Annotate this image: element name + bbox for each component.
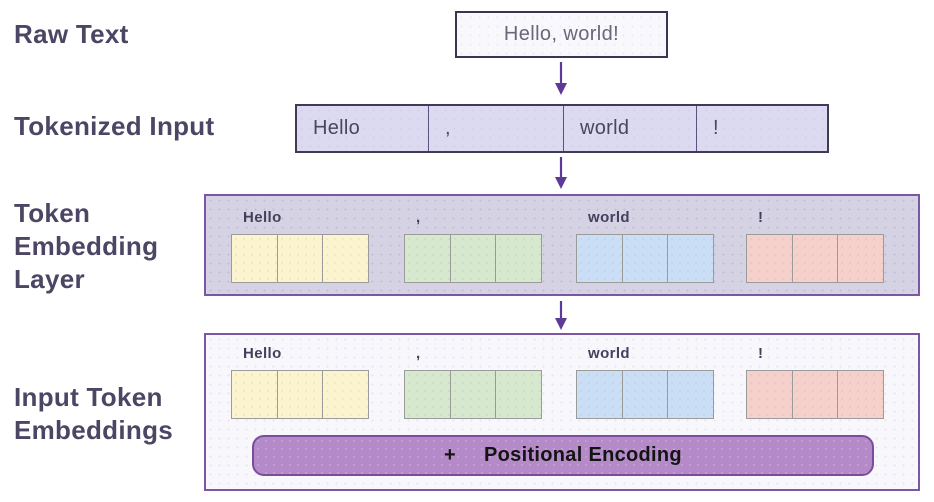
embedding-cell xyxy=(576,370,623,419)
embedding-group-hello: Hello xyxy=(231,209,369,283)
embedding-cell xyxy=(322,370,369,419)
raw-text-box: Hello, world! xyxy=(455,11,668,58)
embedding-cell xyxy=(495,370,542,419)
token-embedding-layer-label-line3: Layer xyxy=(14,264,85,294)
embedding-group-label: ! xyxy=(758,209,764,226)
embedding-cell xyxy=(837,370,884,419)
token-embedding-layer-label: Token Embedding Layer xyxy=(14,197,158,296)
raw-text-value: Hello, world! xyxy=(503,23,620,45)
embedding-cell xyxy=(231,234,278,283)
embedding-cell xyxy=(576,234,623,283)
embedding-cell xyxy=(276,370,324,419)
embedding-cell xyxy=(791,370,839,419)
embedding-cell xyxy=(791,234,839,283)
embedding-cell xyxy=(621,370,669,419)
embedding-group-comma: , xyxy=(404,345,542,419)
embedding-group-label: Hello xyxy=(243,209,282,226)
embedding-group-exclaim: ! xyxy=(746,209,884,283)
positional-encoding-bar: + Positional Encoding xyxy=(252,435,874,476)
plus-icon: + xyxy=(444,444,457,466)
embedding-vector xyxy=(404,234,542,283)
embedding-cell xyxy=(231,370,278,419)
embedding-vector xyxy=(746,370,884,419)
embedding-cell xyxy=(404,234,451,283)
arrow-down-icon xyxy=(551,157,571,190)
embedding-group-label: Hello xyxy=(243,345,282,362)
embedding-vector xyxy=(576,370,714,419)
token-embedding-layer-box: Hello , world xyxy=(204,194,920,296)
token-cell: Hello xyxy=(297,106,429,151)
embedding-group-label: ! xyxy=(758,345,764,362)
embedding-cell xyxy=(449,234,497,283)
embedding-group-label: world xyxy=(588,345,630,362)
embedding-cell xyxy=(667,234,714,283)
embedding-vector xyxy=(576,234,714,283)
embedding-cell xyxy=(404,370,451,419)
embedding-group-label: , xyxy=(416,345,421,362)
token-cell: world xyxy=(564,106,697,151)
embedding-cell xyxy=(621,234,669,283)
token-cell: , xyxy=(429,106,564,151)
embedding-cell xyxy=(276,234,324,283)
embedding-cell xyxy=(746,234,793,283)
embedding-group-world: world xyxy=(576,209,714,283)
input-token-embeddings-label-line1: Input Token xyxy=(14,382,163,412)
positional-encoding-label: Positional Encoding xyxy=(484,444,682,466)
arrow-down-icon xyxy=(551,301,571,331)
embedding-cell xyxy=(322,234,369,283)
tokenized-input-row: Hello , world ! xyxy=(295,104,829,153)
arrow-down-icon xyxy=(551,62,571,96)
tokenized-input-label: Tokenized Input xyxy=(14,111,215,141)
token-embedding-layer-label-line1: Token xyxy=(14,198,91,228)
embedding-cell xyxy=(449,370,497,419)
embedding-cell xyxy=(667,370,714,419)
embedding-group-world: world xyxy=(576,345,714,419)
embedding-cell xyxy=(837,234,884,283)
embedding-cell xyxy=(495,234,542,283)
embedding-cell xyxy=(746,370,793,419)
input-token-embeddings-label: Input Token Embeddings xyxy=(14,381,173,447)
embedding-vector xyxy=(404,370,542,419)
token-embedding-layer-label-line2: Embedding xyxy=(14,231,159,261)
embedding-group-exclaim: ! xyxy=(746,345,884,419)
embedding-group-comma: , xyxy=(404,209,542,283)
raw-text-label: Raw Text xyxy=(14,19,129,49)
embedding-vector xyxy=(231,370,369,419)
embedding-vector xyxy=(231,234,369,283)
token-cell: ! xyxy=(713,117,719,139)
input-token-embeddings-box: Hello , world xyxy=(204,333,920,491)
embedding-vector xyxy=(746,234,884,283)
input-token-embeddings-label-line2: Embeddings xyxy=(14,415,174,445)
embedding-group-label: world xyxy=(588,209,630,226)
embedding-group-hello: Hello xyxy=(231,345,369,419)
embedding-group-label: , xyxy=(416,209,421,226)
